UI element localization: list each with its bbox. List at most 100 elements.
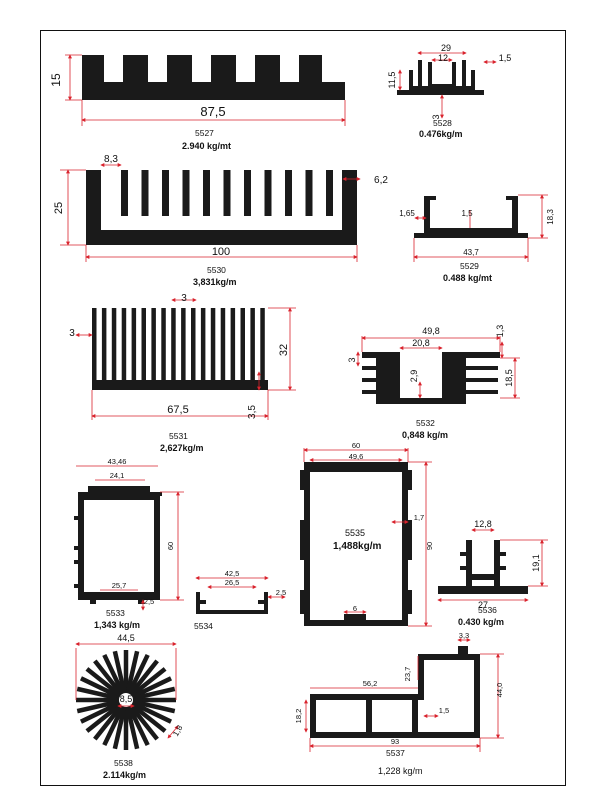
weight-5538: 2.114kg/m (103, 770, 147, 780)
weight-5537: 1,228 kg/m (378, 766, 423, 776)
profile-5531-shape (92, 308, 268, 390)
dim-5530-a: 8,3 (104, 154, 118, 165)
dim-5528-e: 3 (431, 114, 441, 119)
profile-5538: 44,5 8,5 1,8 (75, 633, 185, 750)
profile-5535: 60 49,6 1,7 90 6 (300, 441, 434, 627)
dim-5530-b: 6,2 (374, 175, 388, 186)
profile-5532-shape (362, 352, 500, 404)
weight-5536: 0.430 kg/m (458, 617, 505, 627)
profile-5531: 3 3 32 67,5 3,5 (69, 293, 296, 420)
dim-5529-c: 18,3 (546, 209, 555, 225)
dim-5537-e: 18,2 (294, 709, 303, 724)
profile-5528: 29 12 1,5 11,5 3 (387, 43, 511, 120)
dim-5533-a: 43,46 (108, 457, 127, 466)
code-5538: 5538 (114, 758, 133, 768)
dim-5531-e: 3,5 (247, 405, 258, 419)
dim-5533-c: 60 (166, 542, 175, 550)
dim-5532-f: 18,5 (504, 369, 514, 387)
profile-5529-shape (414, 196, 528, 238)
dim-5538-b: 8,5 (120, 694, 133, 704)
dim-5537-b: 56,2 (363, 679, 378, 688)
dim-5531-c: 32 (278, 344, 290, 356)
profile-5537: 3,3 56,2 23,7 44,0 18,2 1,5 93 (294, 631, 504, 752)
profile-5532: 49,8 1,3 20,8 3 2,9 18,5 (347, 325, 520, 404)
dim-5530-c: 25 (53, 202, 65, 214)
dim-5531-d: 67,5 (167, 404, 188, 416)
dim-5536-b: 19,1 (531, 554, 541, 572)
profile-5534-shape (196, 592, 268, 614)
code-5534: 5534 (194, 621, 213, 631)
weight-5532: 0,848 kg/m (402, 430, 449, 440)
code-5528: 5528 (433, 118, 452, 128)
weight-5529: 0.488 kg/mt (443, 273, 493, 283)
dim-5535-d: 90 (425, 542, 434, 550)
dim-5528-c: 1,5 (499, 53, 512, 63)
dim-5538-a: 44,5 (117, 633, 135, 643)
dim-5538-c: 1,8 (171, 723, 185, 738)
dim-5532-a: 49,8 (422, 326, 440, 336)
profile-5527: 15 87,5 (49, 54, 346, 126)
code-5535: 5535 (345, 528, 366, 538)
weight-5533: 1,343 kg/m (94, 620, 141, 630)
weight-5528: 0.476kg/m (419, 129, 463, 139)
page-frame (40, 30, 566, 786)
code-5537: 5537 (386, 748, 405, 758)
dim-5533-e: 2,5 (144, 597, 154, 606)
dim-5527-height: 15 (49, 73, 63, 87)
dim-5535-e: 6 (353, 604, 357, 613)
dim-5537-g: 93 (391, 737, 399, 746)
dim-5535-c: 1,7 (414, 513, 424, 522)
profile-5538-shape (76, 650, 176, 750)
profile-5529: 1,65 1,5 18,3 43,7 (399, 194, 555, 262)
profile-5530-shape (86, 170, 357, 245)
dim-5537-a: 3,3 (459, 631, 469, 640)
profile-5537-shape (310, 654, 480, 738)
dim-5535-a: 60 (352, 441, 360, 450)
profile-5530: 8,3 6,2 25 100 (53, 154, 388, 262)
profile-5536: 12,8 19,1 27 (437, 519, 548, 610)
dim-5533-d: 25,7 (112, 581, 127, 590)
dim-5529-d: 43,7 (463, 248, 479, 257)
weight-5527: 2.940 kg/mt (182, 141, 232, 151)
dim-5537-f: 1,5 (439, 706, 449, 715)
dim-5532-e: 2,9 (409, 370, 419, 383)
code-5527: 5527 (195, 128, 214, 138)
code-5531: 5531 (169, 431, 188, 441)
weight-5531: 2,627kg/m (160, 443, 204, 453)
profile-5536-shape (438, 540, 528, 594)
profile-5527-shape (82, 55, 345, 100)
dim-5532-d: 3 (347, 357, 357, 362)
dim-5531-b: 3 (69, 328, 75, 339)
dim-5536-c: 27 (478, 600, 488, 610)
weight-5530: 3,831kg/m (193, 277, 237, 287)
dim-5535-b: 49,6 (349, 452, 364, 461)
dim-5533-b: 24,1 (110, 471, 125, 480)
dim-5529-b: 1,5 (461, 209, 473, 218)
dim-5537-d: 44,0 (495, 683, 504, 698)
weight-5535: 1,488kg/m (333, 541, 382, 552)
dim-5534-b: 26,5 (225, 578, 240, 587)
dim-5527-width: 87,5 (200, 104, 225, 119)
profile-5533: 43,46 24,1 60 25,7 2,5 (74, 457, 184, 611)
dim-5534-c: 2,5 (276, 588, 286, 597)
code-5536: 5536 (478, 605, 497, 615)
dim-5528-b: 12 (438, 53, 448, 63)
profile-5528-shape (397, 60, 484, 95)
dim-5528-d: 11,5 (387, 72, 397, 89)
dim-5528-a: 29 (441, 43, 451, 53)
code-5533: 5533 (106, 608, 125, 618)
dim-5532-c: 20,8 (412, 338, 430, 348)
dim-5532-b: 1,3 (495, 325, 505, 338)
code-5529: 5529 (460, 261, 479, 271)
dim-5531-a: 3 (181, 293, 187, 304)
profile-5534: 42,5 26,5 2,5 (195, 569, 286, 614)
dim-5534-a: 42,5 (225, 569, 240, 578)
dim-5529-a: 1,65 (399, 209, 415, 218)
dim-5536-a: 12,8 (474, 519, 492, 529)
code-5530: 5530 (207, 265, 226, 275)
dim-5537-c: 23,7 (403, 667, 412, 682)
code-5532: 5532 (416, 418, 435, 428)
dim-5530-d: 100 (212, 246, 230, 258)
